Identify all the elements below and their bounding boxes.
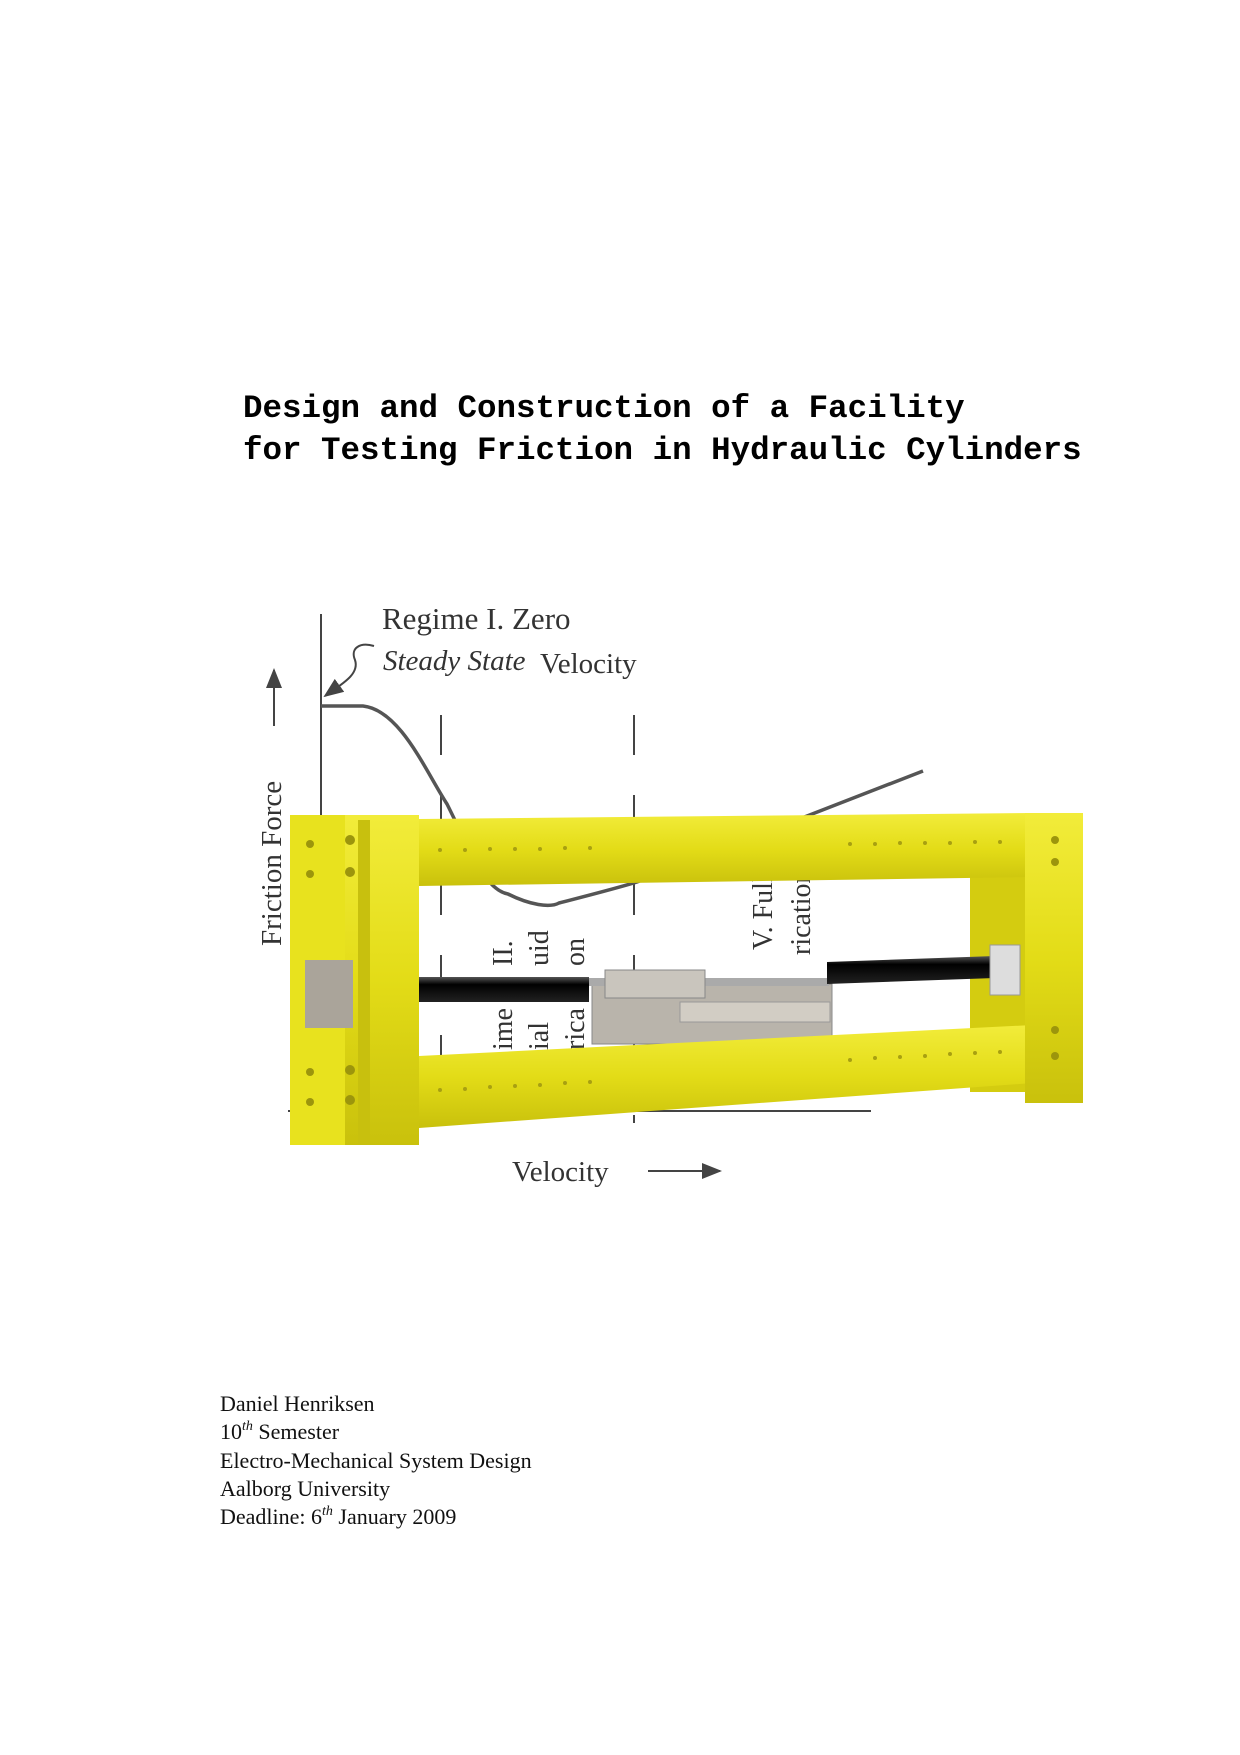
fragment: II. xyxy=(488,940,519,966)
title-line-1: Design and Construction of a Facility xyxy=(243,390,965,427)
left-post-flange xyxy=(358,820,370,1145)
bottom-beam xyxy=(419,1025,1033,1128)
clevis-mount xyxy=(989,944,1021,996)
program: Electro-Mechanical System Design xyxy=(220,1447,532,1473)
cover-figure: Regime I. Zero Steady State Velocity Fri… xyxy=(256,601,1083,1188)
annotation-arrow xyxy=(323,643,375,698)
fragment: rica xyxy=(560,1007,591,1050)
regime-1-velocity: Velocity xyxy=(540,648,637,680)
document-title: Design and Construction of a Facility for… xyxy=(243,388,1082,472)
fragment: on xyxy=(560,938,591,966)
regime-fragments: II. ime uid ial on rica V. Full ricatior xyxy=(488,873,817,1050)
grey-block xyxy=(305,960,353,1028)
regime-1-label: Regime I. Zero xyxy=(382,601,571,636)
fragment: ime xyxy=(488,1008,519,1050)
deadline-prefix: Deadline: 6 xyxy=(220,1504,323,1530)
fragment: V. Full xyxy=(748,874,779,950)
y-axis-label: Friction Force xyxy=(256,781,288,946)
top-beam xyxy=(419,813,1033,886)
fragment: uid xyxy=(524,930,555,966)
university: Aalborg University xyxy=(220,1475,391,1501)
semester-word: Semester xyxy=(258,1419,340,1445)
fragment: ial xyxy=(524,1022,555,1050)
x-axis-label: Velocity xyxy=(512,1156,609,1188)
regime-1-italic: Steady State xyxy=(383,645,526,677)
deadline-date: January 2009 xyxy=(338,1504,457,1530)
title-line-2: for Testing Friction in Hydraulic Cylind… xyxy=(243,432,1082,469)
deadline: Deadline: 6th January 2009 xyxy=(220,1503,532,1531)
rod-clamps xyxy=(604,969,706,999)
stribeck-curve xyxy=(321,704,924,907)
piston-rod xyxy=(589,978,829,986)
author-name: Daniel Henriksen xyxy=(220,1391,375,1416)
carriage-rail xyxy=(679,1001,831,1023)
left-post xyxy=(345,815,419,1145)
author-block: Daniel Henriksen 10th Semester Electro-M… xyxy=(220,1390,532,1531)
left-cylinder xyxy=(419,977,589,1002)
semester-number: 10 xyxy=(220,1419,242,1445)
deadline-superscript: th xyxy=(322,1504,333,1520)
semester-superscript: th xyxy=(242,1419,253,1435)
fragment: ricatior xyxy=(786,873,817,955)
semester: 10th Semester xyxy=(220,1418,532,1446)
right-cylinder xyxy=(827,956,995,984)
test-rig-frame xyxy=(290,813,1083,1145)
